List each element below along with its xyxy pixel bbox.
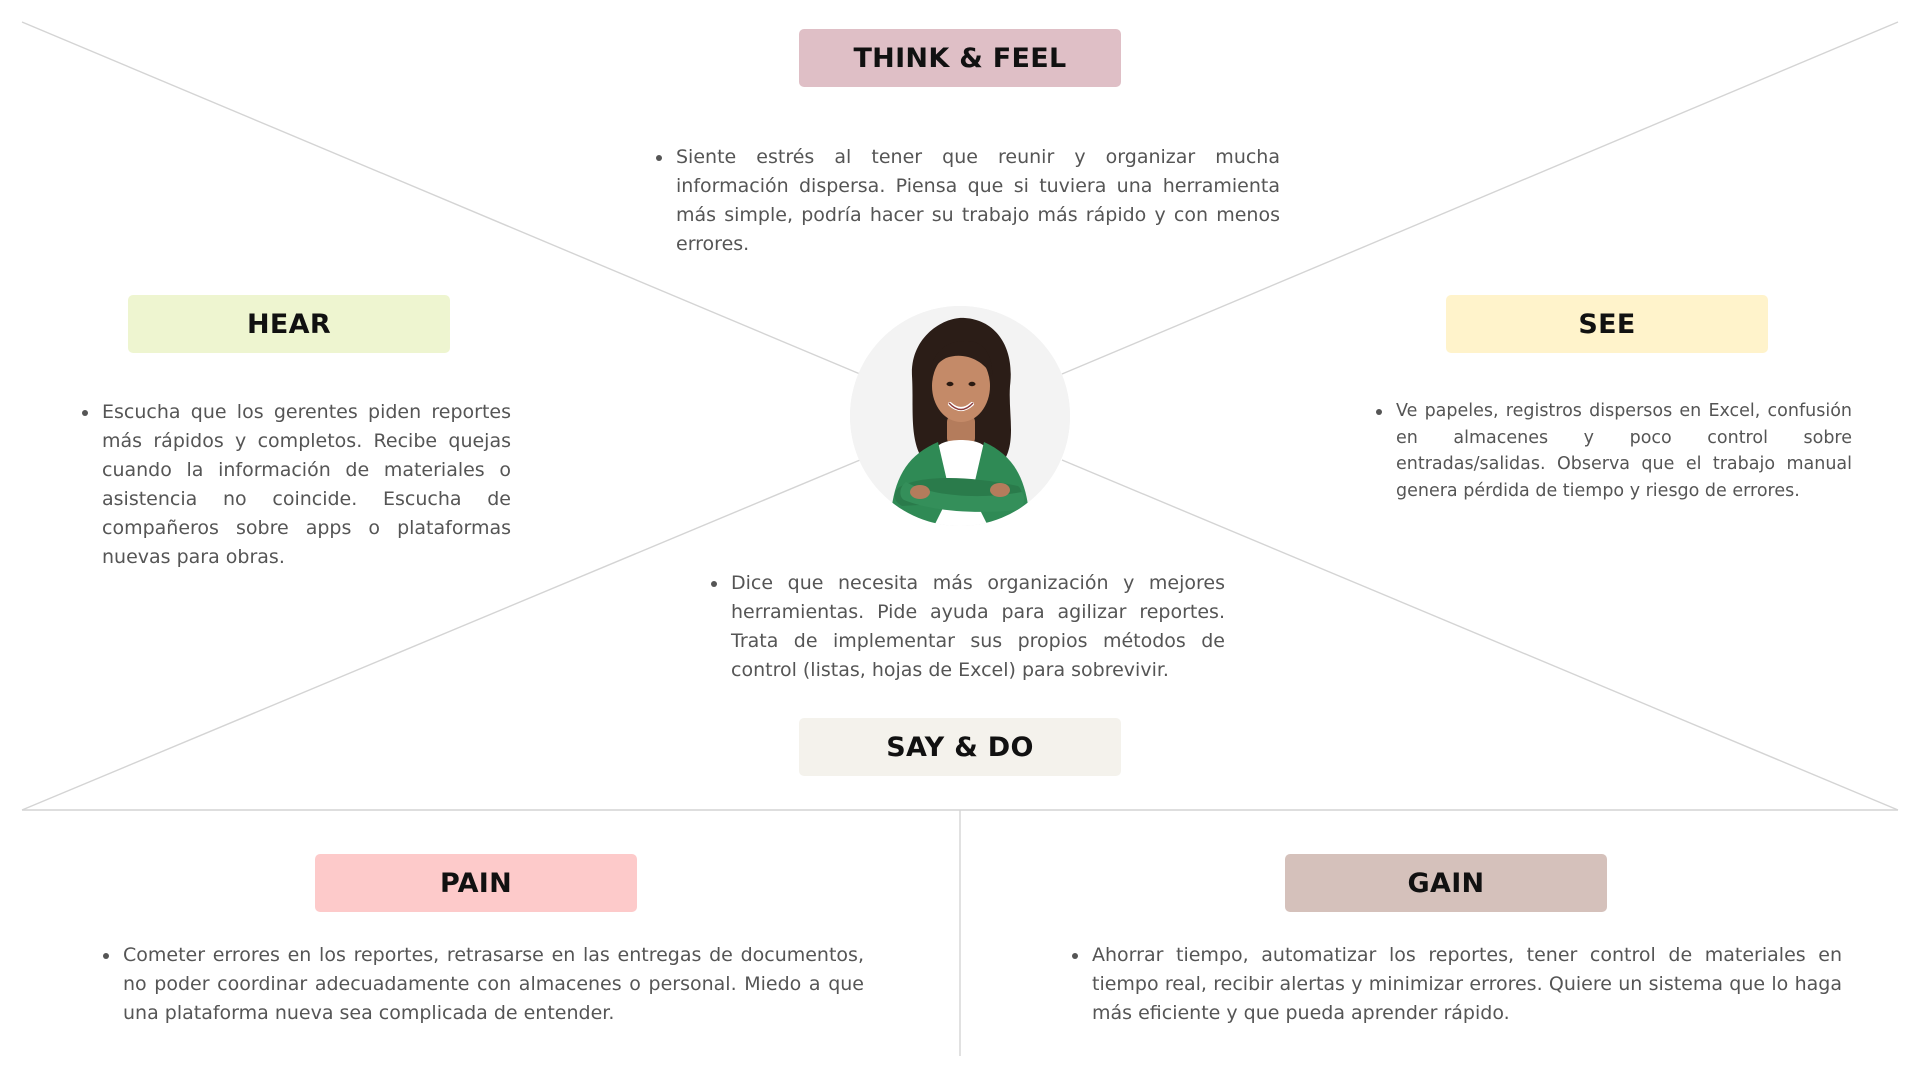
- gain-label: GAIN: [1285, 854, 1607, 912]
- diagonal-bottom-left: [21, 459, 861, 811]
- pain-list: Cometer errores en los reportes, retrasa…: [101, 941, 864, 1028]
- diagonal-top-left: [21, 21, 861, 375]
- hear-list: Escucha que los gerentes piden reportes …: [80, 398, 511, 572]
- gain-item: Ahorrar tiempo, automatizar los reportes…: [1070, 941, 1842, 1028]
- diagonal-bottom-right: [1061, 459, 1899, 811]
- hear-label: HEAR: [128, 295, 450, 353]
- say-do-item: Dice que necesita más organización y mej…: [709, 569, 1225, 685]
- think-feel-label: THINK & FEEL: [799, 29, 1121, 87]
- think-feel-list: Siente estrés al tener que reunir y orga…: [654, 143, 1280, 259]
- pain-label: PAIN: [315, 854, 637, 912]
- hear-item: Escucha que los gerentes piden reportes …: [80, 398, 511, 572]
- say-do-list: Dice que necesita más organización y mej…: [709, 569, 1225, 685]
- see-label: SEE: [1446, 295, 1768, 353]
- gain-list: Ahorrar tiempo, automatizar los reportes…: [1070, 941, 1842, 1028]
- diagonal-top-right: [1061, 21, 1899, 375]
- see-item: Ve papeles, registros dispersos en Excel…: [1374, 398, 1852, 504]
- see-list: Ve papeles, registros dispersos en Excel…: [1374, 398, 1852, 504]
- think-feel-item: Siente estrés al tener que reunir y orga…: [654, 143, 1280, 259]
- pain-item: Cometer errores en los reportes, retrasa…: [101, 941, 864, 1028]
- persona-photo-icon: [850, 306, 1070, 526]
- say-do-label: SAY & DO: [799, 718, 1121, 776]
